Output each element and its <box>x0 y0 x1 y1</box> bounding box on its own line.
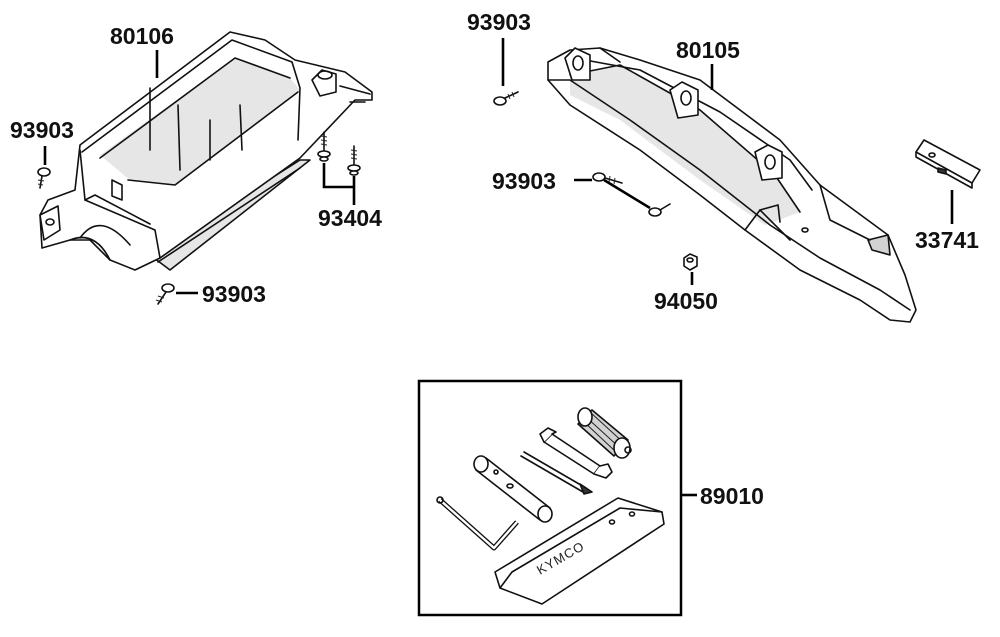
label-93903-fender: 93903 <box>492 168 556 194</box>
box-spanner-icon <box>473 455 553 523</box>
label-80105: 80105 <box>676 37 740 63</box>
screwdriver-handle-icon <box>577 407 632 459</box>
tool-pouch: KYMCO <box>494 497 665 605</box>
label-93404: 93404 <box>318 205 382 231</box>
screw-icon <box>592 172 671 217</box>
screw-icon <box>493 91 519 106</box>
hex-key-icon <box>436 496 519 551</box>
label-94050: 94050 <box>654 288 718 314</box>
screw-icon <box>37 167 51 189</box>
wrench-icon <box>539 427 613 479</box>
label-33741: 33741 <box>915 227 979 253</box>
rear-fender <box>547 47 917 323</box>
tool-kit-frame <box>417 379 683 617</box>
under-seat-storage-box <box>39 31 373 271</box>
label-89010: 89010 <box>700 483 764 509</box>
label-93903-box-left: 93903 <box>10 117 74 143</box>
screwdriver-shaft-icon <box>520 451 593 495</box>
label-93903-box-bottom: 93903 <box>202 281 266 307</box>
reflector-icon <box>915 139 981 189</box>
nut-icon <box>683 253 698 271</box>
label-93903-top: 93903 <box>467 9 531 35</box>
bolt-icon <box>347 145 361 176</box>
bolt-icon <box>317 131 331 162</box>
screw-icon <box>155 283 175 305</box>
label-80106: 80106 <box>110 23 174 49</box>
